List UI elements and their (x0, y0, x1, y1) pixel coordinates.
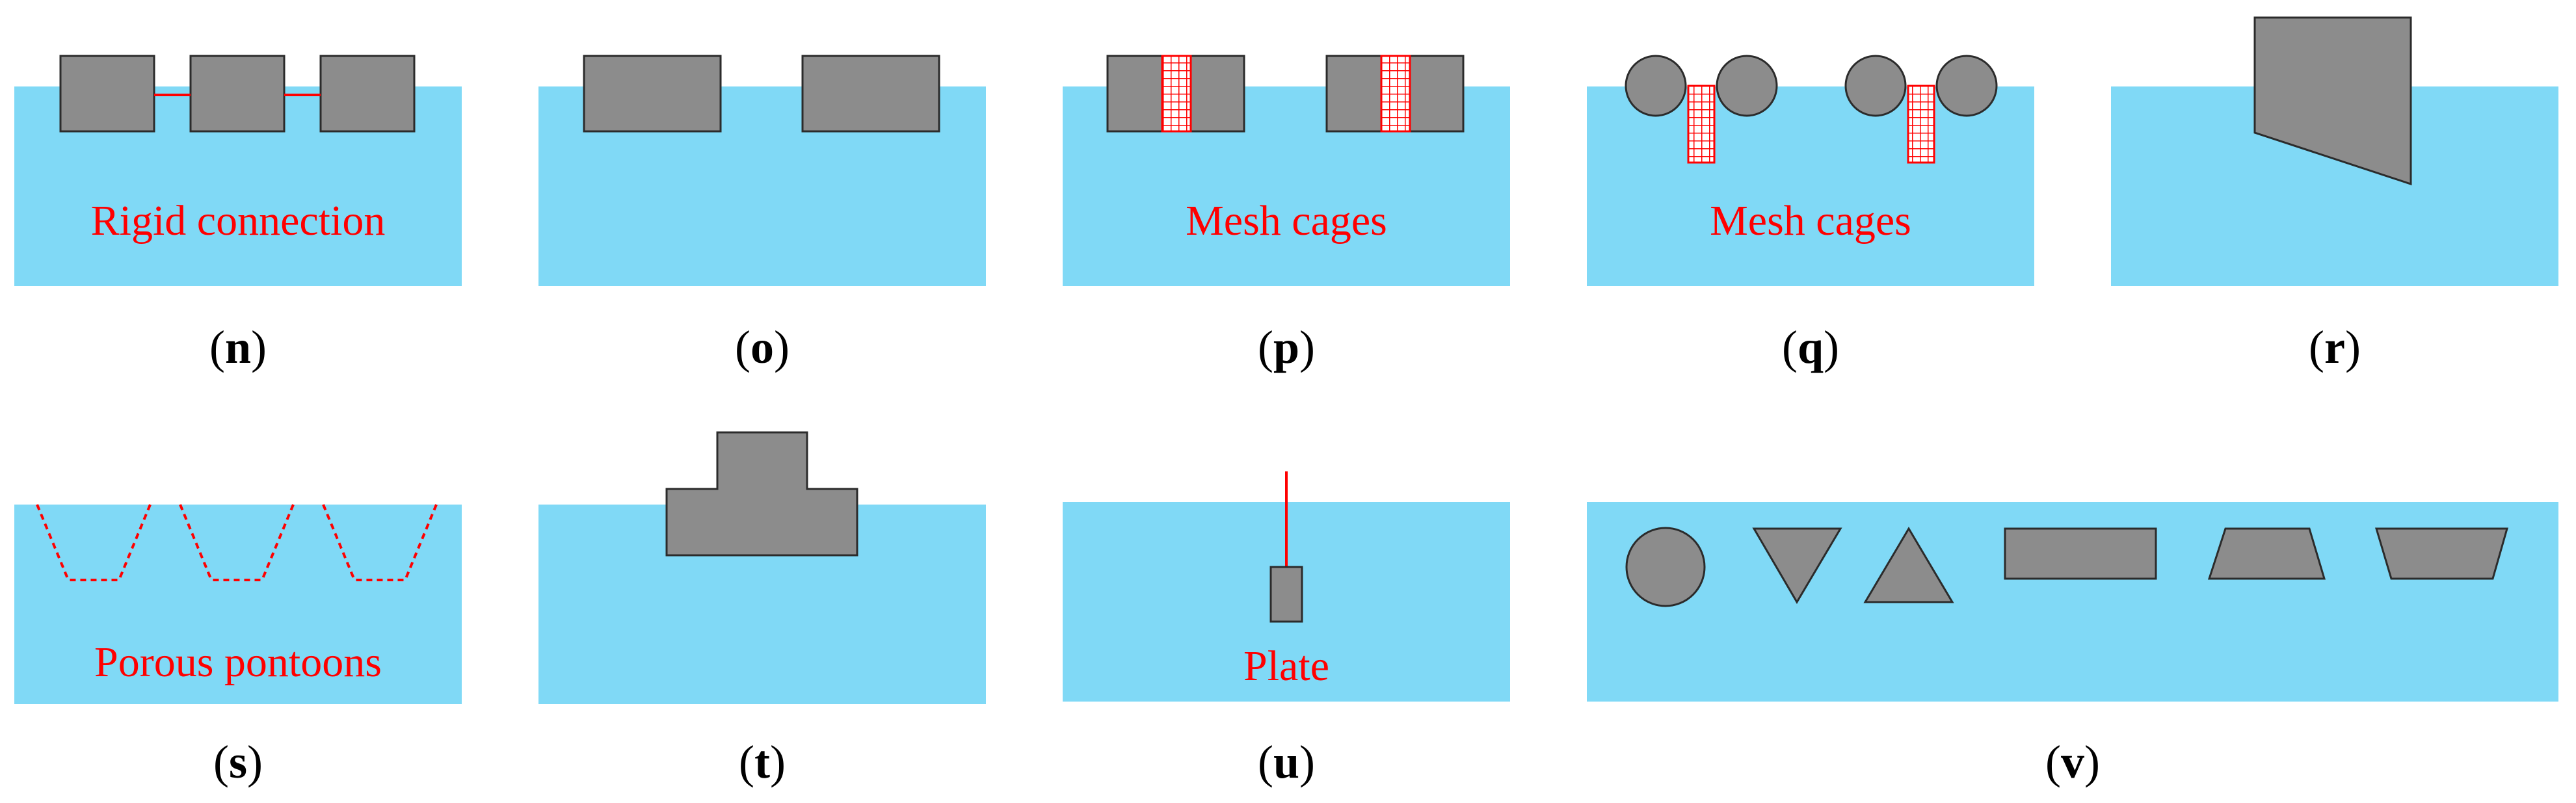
water-s (14, 505, 462, 704)
porous-pontoon-s-2 (179, 504, 295, 581)
inverted-triangle-section-v (1752, 527, 1842, 604)
panel-label-n: (n) (209, 321, 267, 373)
panel-p: Mesh cages (1063, 55, 1510, 286)
rectangle-section-v (2004, 527, 2157, 580)
circle-section-v (1625, 527, 1706, 607)
panel-label-u: (u) (1257, 736, 1315, 788)
body-u (1269, 566, 1303, 623)
panel-r (2111, 16, 2558, 286)
panel-label-r: (r) (2309, 321, 2361, 373)
trapezoid-section-v (2207, 527, 2326, 580)
porous-pontoon-s-1 (36, 504, 152, 581)
panel-label-s: (s) (213, 736, 263, 788)
panel-label-q: (q) (1781, 321, 1839, 373)
pontoon-n-1 (59, 55, 155, 133)
mesh-cage-q-1 (1687, 85, 1716, 164)
wedge-body-r (2253, 16, 2412, 186)
panel-t (538, 431, 986, 704)
inverted-trapezoid-section-v (2374, 527, 2508, 580)
panel-s: Porous pontoons (14, 504, 462, 704)
panel-n: Rigid connection (14, 55, 462, 286)
panel-label-o: (o) (735, 321, 790, 373)
annotation-q: Mesh cages (1710, 197, 1911, 244)
pontoon-n-2 (189, 55, 285, 133)
annotation-n: Rigid connection (91, 197, 386, 244)
pontoon-n-3 (319, 55, 416, 133)
cylinder-q-1 (1625, 55, 1687, 117)
panel-q: Mesh cages (1587, 55, 2034, 286)
annotation-p: Mesh cages (1186, 197, 1387, 244)
pontoon-o-1 (583, 55, 722, 133)
mesh-cage-p-1 (1161, 55, 1192, 133)
t-shaped-body-t (665, 431, 858, 557)
triangle-section-v (1863, 527, 1954, 603)
pontoon-o-2 (801, 55, 940, 133)
panel-o (538, 55, 986, 286)
mesh-cage-q-2 (1907, 85, 1935, 164)
water-q (1587, 86, 2034, 286)
porous-pontoon-s-3 (322, 504, 438, 581)
cylinder-q-2 (1716, 55, 1778, 117)
cylinder-q-4 (1935, 55, 1998, 117)
panel-label-v: (v) (2045, 736, 2100, 788)
annotation-u: Plate (1243, 642, 1329, 690)
mesh-cage-p-2 (1380, 55, 1411, 133)
cylinder-q-3 (1844, 55, 1907, 117)
panel-label-t: (t) (739, 736, 786, 788)
annotation-s: Porous pontoons (94, 638, 382, 686)
panel-label-p: (p) (1257, 321, 1315, 373)
panel-v (1587, 502, 2558, 702)
panel-u: Plate (1063, 471, 1510, 702)
